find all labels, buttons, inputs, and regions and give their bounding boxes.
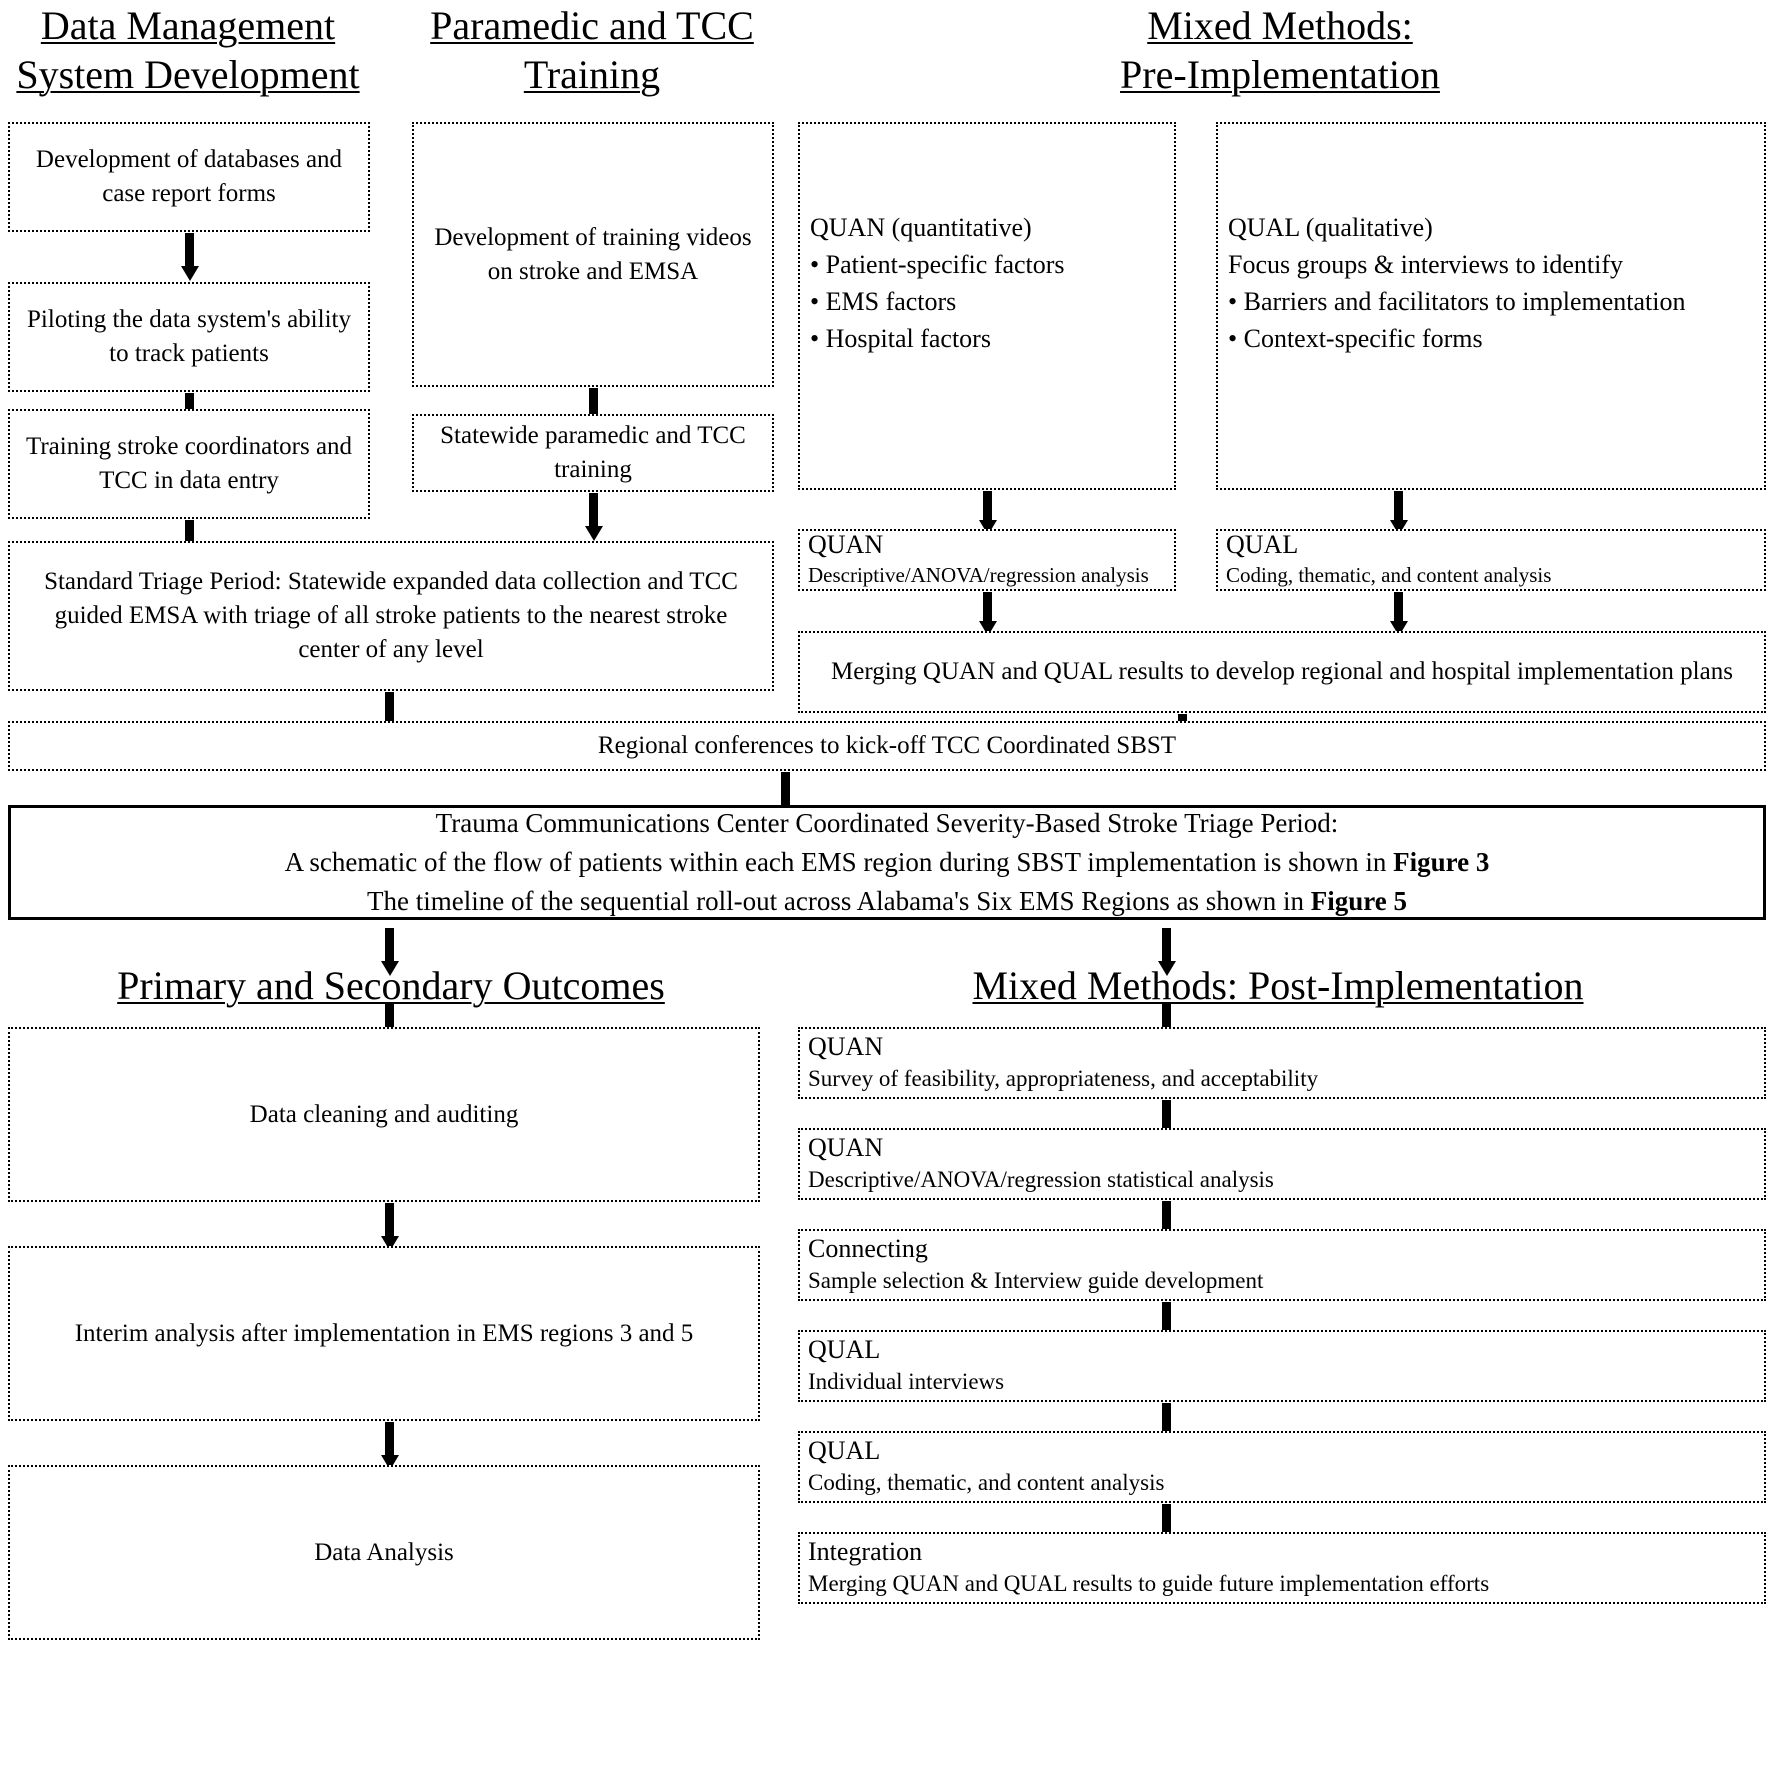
box-text: Piloting the data system's ability to tr… — [27, 306, 351, 367]
central-line-1: Trauma Communications Center Coordinated… — [435, 807, 1339, 838]
box-post-connecting: Connecting Sample selection & Interview … — [798, 1229, 1766, 1301]
central-line-3-text: The timeline of the sequential roll-out … — [367, 886, 1311, 917]
figure-5-ref: Figure 5 — [1310, 886, 1407, 917]
central-line-2: A schematic of the flow of patients with… — [23, 843, 1751, 882]
box-text: Training stroke coordinators and TCC in … — [25, 433, 353, 494]
box-quan-quantitative: QUAN (quantitative) • Patient-specific f… — [798, 122, 1176, 490]
box-data-cleaning-auditing: Data cleaning and auditing — [8, 1027, 760, 1202]
header-line: Paramedic and TCC — [430, 3, 754, 48]
arrow-down — [381, 1203, 399, 1251]
box-text: Data Analysis — [314, 1538, 454, 1566]
figure-3-ref: Figure 3 — [1393, 846, 1490, 877]
section-header-post-implementation: Mixed Methods: Post-Implementation — [790, 962, 1766, 1011]
box-piloting-data-system: Piloting the data system's ability to tr… — [8, 282, 370, 392]
box-quan-analysis: QUAN Descriptive/ANOVA/regression analys… — [798, 529, 1176, 591]
arrow-down — [381, 928, 399, 976]
box-text: Data cleaning and auditing — [249, 1100, 519, 1128]
column-header-paramedic-training: Paramedic and TCC Training — [412, 2, 772, 100]
qual-tag: QUAL — [1226, 530, 1299, 560]
box-merging-quan-qual: Merging QUAN and QUAL results to develop… — [798, 631, 1766, 713]
qual-item: Focus groups & interviews to identify — [1228, 249, 1624, 279]
box-post-quan-survey: QUAN Survey of feasibility, appropriaten… — [798, 1027, 1766, 1099]
box-tcc-coordinated-sbst-period: Trauma Communications Center Coordinated… — [8, 805, 1766, 920]
step-tag: QUAN — [808, 1133, 884, 1163]
arrow-down — [181, 233, 199, 281]
box-text: Development of training videos on stroke… — [434, 223, 752, 285]
arrow-down — [585, 493, 603, 541]
step-subtext: Merging QUAN and QUAL results to guide f… — [808, 1571, 1490, 1597]
qual-title: QUAL (qualitative) — [1228, 213, 1433, 242]
header-line: Training — [523, 51, 661, 97]
box-development-of-databases: Development of databases and case report… — [8, 122, 370, 232]
quan-item: • EMS factors — [810, 286, 957, 316]
box-text: Statewide paramedic and TCC training — [440, 422, 746, 483]
box-text: Standard Triage Period: Statewide expand… — [44, 568, 738, 663]
step-subtext: Survey of feasibility, appropriateness, … — [808, 1066, 1319, 1092]
box-post-integration: Integration Merging QUAN and QUAL result… — [798, 1532, 1766, 1604]
header-line: Primary and Secondary Outcomes — [117, 963, 665, 1008]
qual-item: • Context-specific forms — [1228, 323, 1483, 353]
box-standard-triage-period: Standard Triage Period: Statewide expand… — [8, 541, 774, 691]
header-line: System Development — [16, 51, 360, 97]
box-interim-analysis: Interim analysis after implementation in… — [8, 1246, 760, 1421]
box-post-qual-coding-thematic: QUAL Coding, thematic, and content analy… — [798, 1431, 1766, 1503]
box-text: Regional conferences to kick-off TCC Coo… — [597, 732, 1177, 760]
header-line: Pre-Implementation — [1120, 51, 1440, 97]
qual-item: • Barriers and facilitators to implement… — [1228, 286, 1686, 316]
box-development-training-videos: Development of training videos on stroke… — [412, 122, 774, 387]
step-subtext: Sample selection & Interview guide devel… — [808, 1268, 1264, 1294]
quan-subtext: Descriptive/ANOVA/regression analysis — [808, 563, 1149, 588]
step-subtext: Individual interviews — [808, 1369, 1005, 1395]
step-tag: Connecting — [808, 1234, 928, 1264]
arrow-down — [979, 592, 997, 636]
box-regional-conferences: Regional conferences to kick-off TCC Coo… — [8, 721, 1766, 771]
box-qual-analysis: QUAL Coding, thematic, and content analy… — [1216, 529, 1766, 591]
step-tag: QUAN — [808, 1032, 884, 1062]
header-line: Data Management — [40, 3, 336, 48]
box-post-quan-statistical-analysis: QUAN Descriptive/ANOVA/regression statis… — [798, 1128, 1766, 1200]
arrow-down — [381, 1422, 399, 1470]
step-tag: QUAL — [808, 1436, 881, 1466]
column-header-mixed-methods-pre: Mixed Methods: Pre-Implementation — [790, 2, 1770, 100]
quan-item: • Patient-specific factors — [810, 249, 1065, 279]
quan-item: • Hospital factors — [810, 323, 991, 353]
box-statewide-paramedic-tcc-training: Statewide paramedic and TCC training — [412, 414, 774, 492]
box-text: Merging QUAN and QUAL results to develop… — [831, 658, 1733, 686]
header-line: Mixed Methods: Post-Implementation — [972, 963, 1584, 1008]
quan-tag: QUAN — [808, 530, 884, 560]
quan-title: QUAN (quantitative) — [810, 213, 1032, 242]
qual-subtext: Coding, thematic, and content analysis — [1226, 563, 1552, 588]
box-text: Development of databases and case report… — [35, 146, 343, 207]
step-tag: Integration — [808, 1537, 923, 1567]
central-line-3: The timeline of the sequential roll-out … — [23, 882, 1751, 921]
box-text: Interim analysis after implementation in… — [74, 1319, 694, 1347]
step-subtext: Descriptive/ANOVA/regression statistical… — [808, 1167, 1274, 1193]
central-line-2-text: A schematic of the flow of patients with… — [284, 846, 1394, 877]
column-header-data-management: Data Management System Development — [8, 2, 368, 100]
section-header-outcomes: Primary and Secondary Outcomes — [8, 962, 774, 1011]
box-training-stroke-coordinators: Training stroke coordinators and TCC in … — [8, 409, 370, 519]
step-tag: QUAL — [808, 1335, 881, 1365]
header-line: Mixed Methods: — [1147, 3, 1413, 48]
arrow-down — [1390, 592, 1408, 636]
step-subtext: Coding, thematic, and content analysis — [808, 1470, 1165, 1496]
box-post-qual-individual-interviews: QUAL Individual interviews — [798, 1330, 1766, 1402]
box-qual-qualitative: QUAL (qualitative) Focus groups & interv… — [1216, 122, 1766, 490]
arrow-down — [1158, 928, 1176, 976]
box-data-analysis: Data Analysis — [8, 1465, 760, 1640]
